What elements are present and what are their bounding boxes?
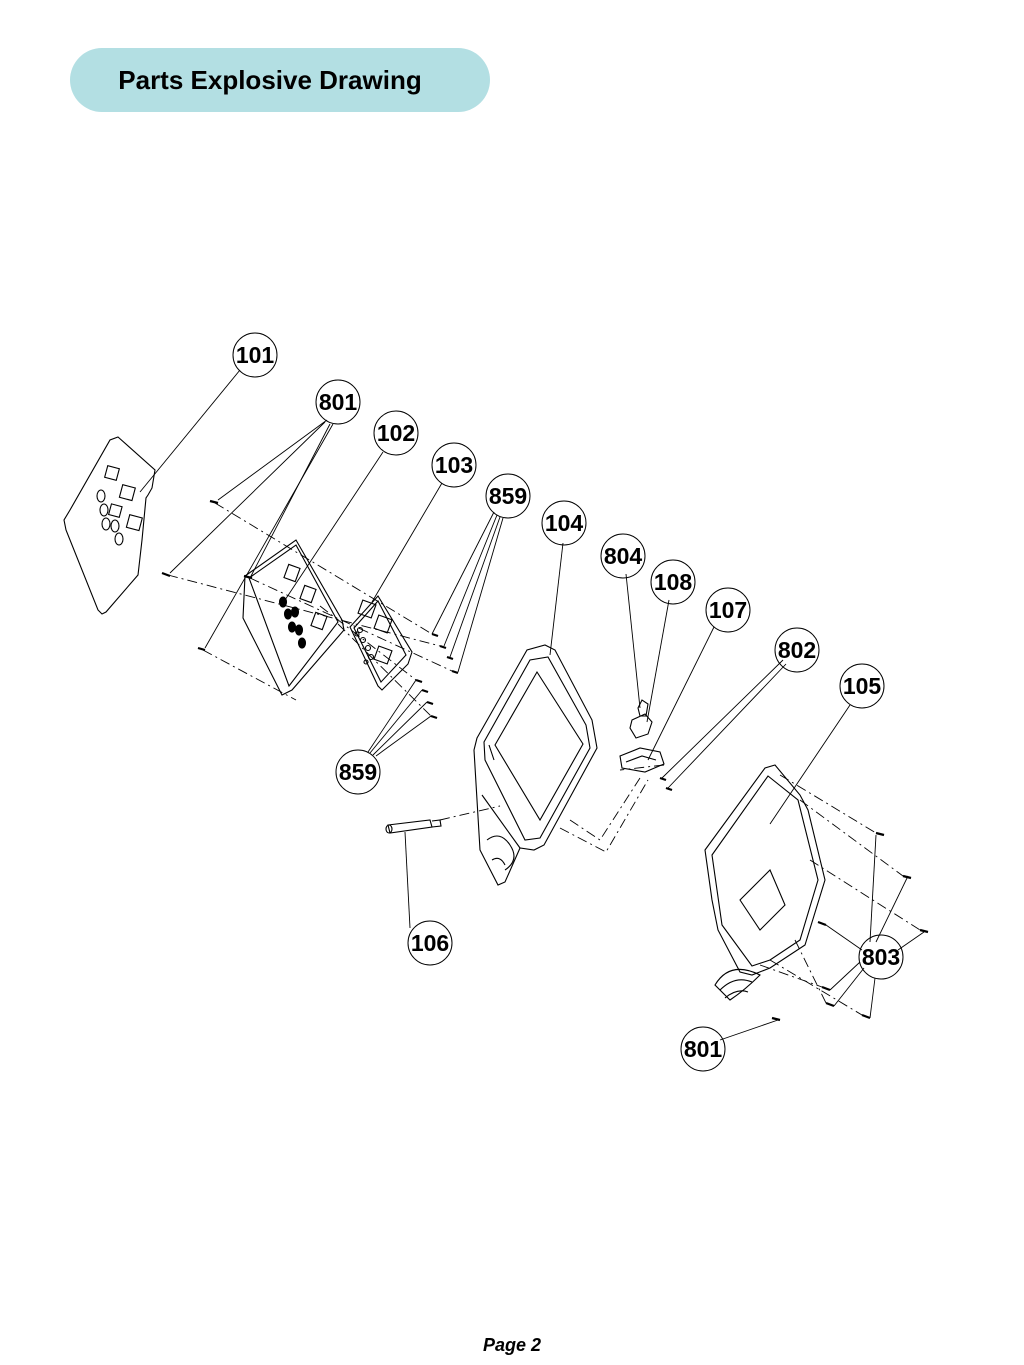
- callout-859-top: 859: [489, 483, 527, 509]
- callout-105: 105: [843, 673, 882, 699]
- callout-102: 102: [377, 420, 415, 446]
- page-number: Page 2: [482, 1335, 542, 1355]
- callout-859-bottom: 859: [339, 759, 377, 785]
- callout-803: 803: [862, 944, 900, 970]
- callout-104: 104: [545, 510, 584, 536]
- part-101-overlay: [63, 436, 156, 615]
- callout-108: 108: [654, 569, 693, 595]
- page-title: Parts Explosive Drawing: [118, 64, 422, 95]
- part-102-faceplate: [242, 539, 345, 696]
- part-106-shaft: [385, 819, 442, 834]
- callout-107: 107: [709, 597, 747, 623]
- callout-106: 106: [411, 930, 449, 956]
- part-804-108-107-latch: [619, 699, 665, 773]
- part-104-front-frame: [473, 644, 598, 886]
- assembly-axes: [167, 502, 921, 1016]
- part-103-pcb: [349, 595, 413, 691]
- part-105-rear-housing: [704, 764, 826, 1001]
- callout-804: 804: [604, 543, 643, 569]
- callout-101: 101: [236, 342, 275, 368]
- callout-801-bottom: 801: [684, 1036, 723, 1062]
- callout-802: 802: [778, 637, 816, 663]
- callout-circles: [232, 332, 904, 1072]
- callout-103: 103: [435, 452, 473, 478]
- callout-labels: 101 801 102 103 859 104 804 108 107 802 …: [236, 342, 900, 1062]
- callout-801-top: 801: [319, 389, 358, 415]
- leader-lines: [139, 369, 925, 1041]
- title-banner: Parts Explosive Drawing: [70, 48, 490, 112]
